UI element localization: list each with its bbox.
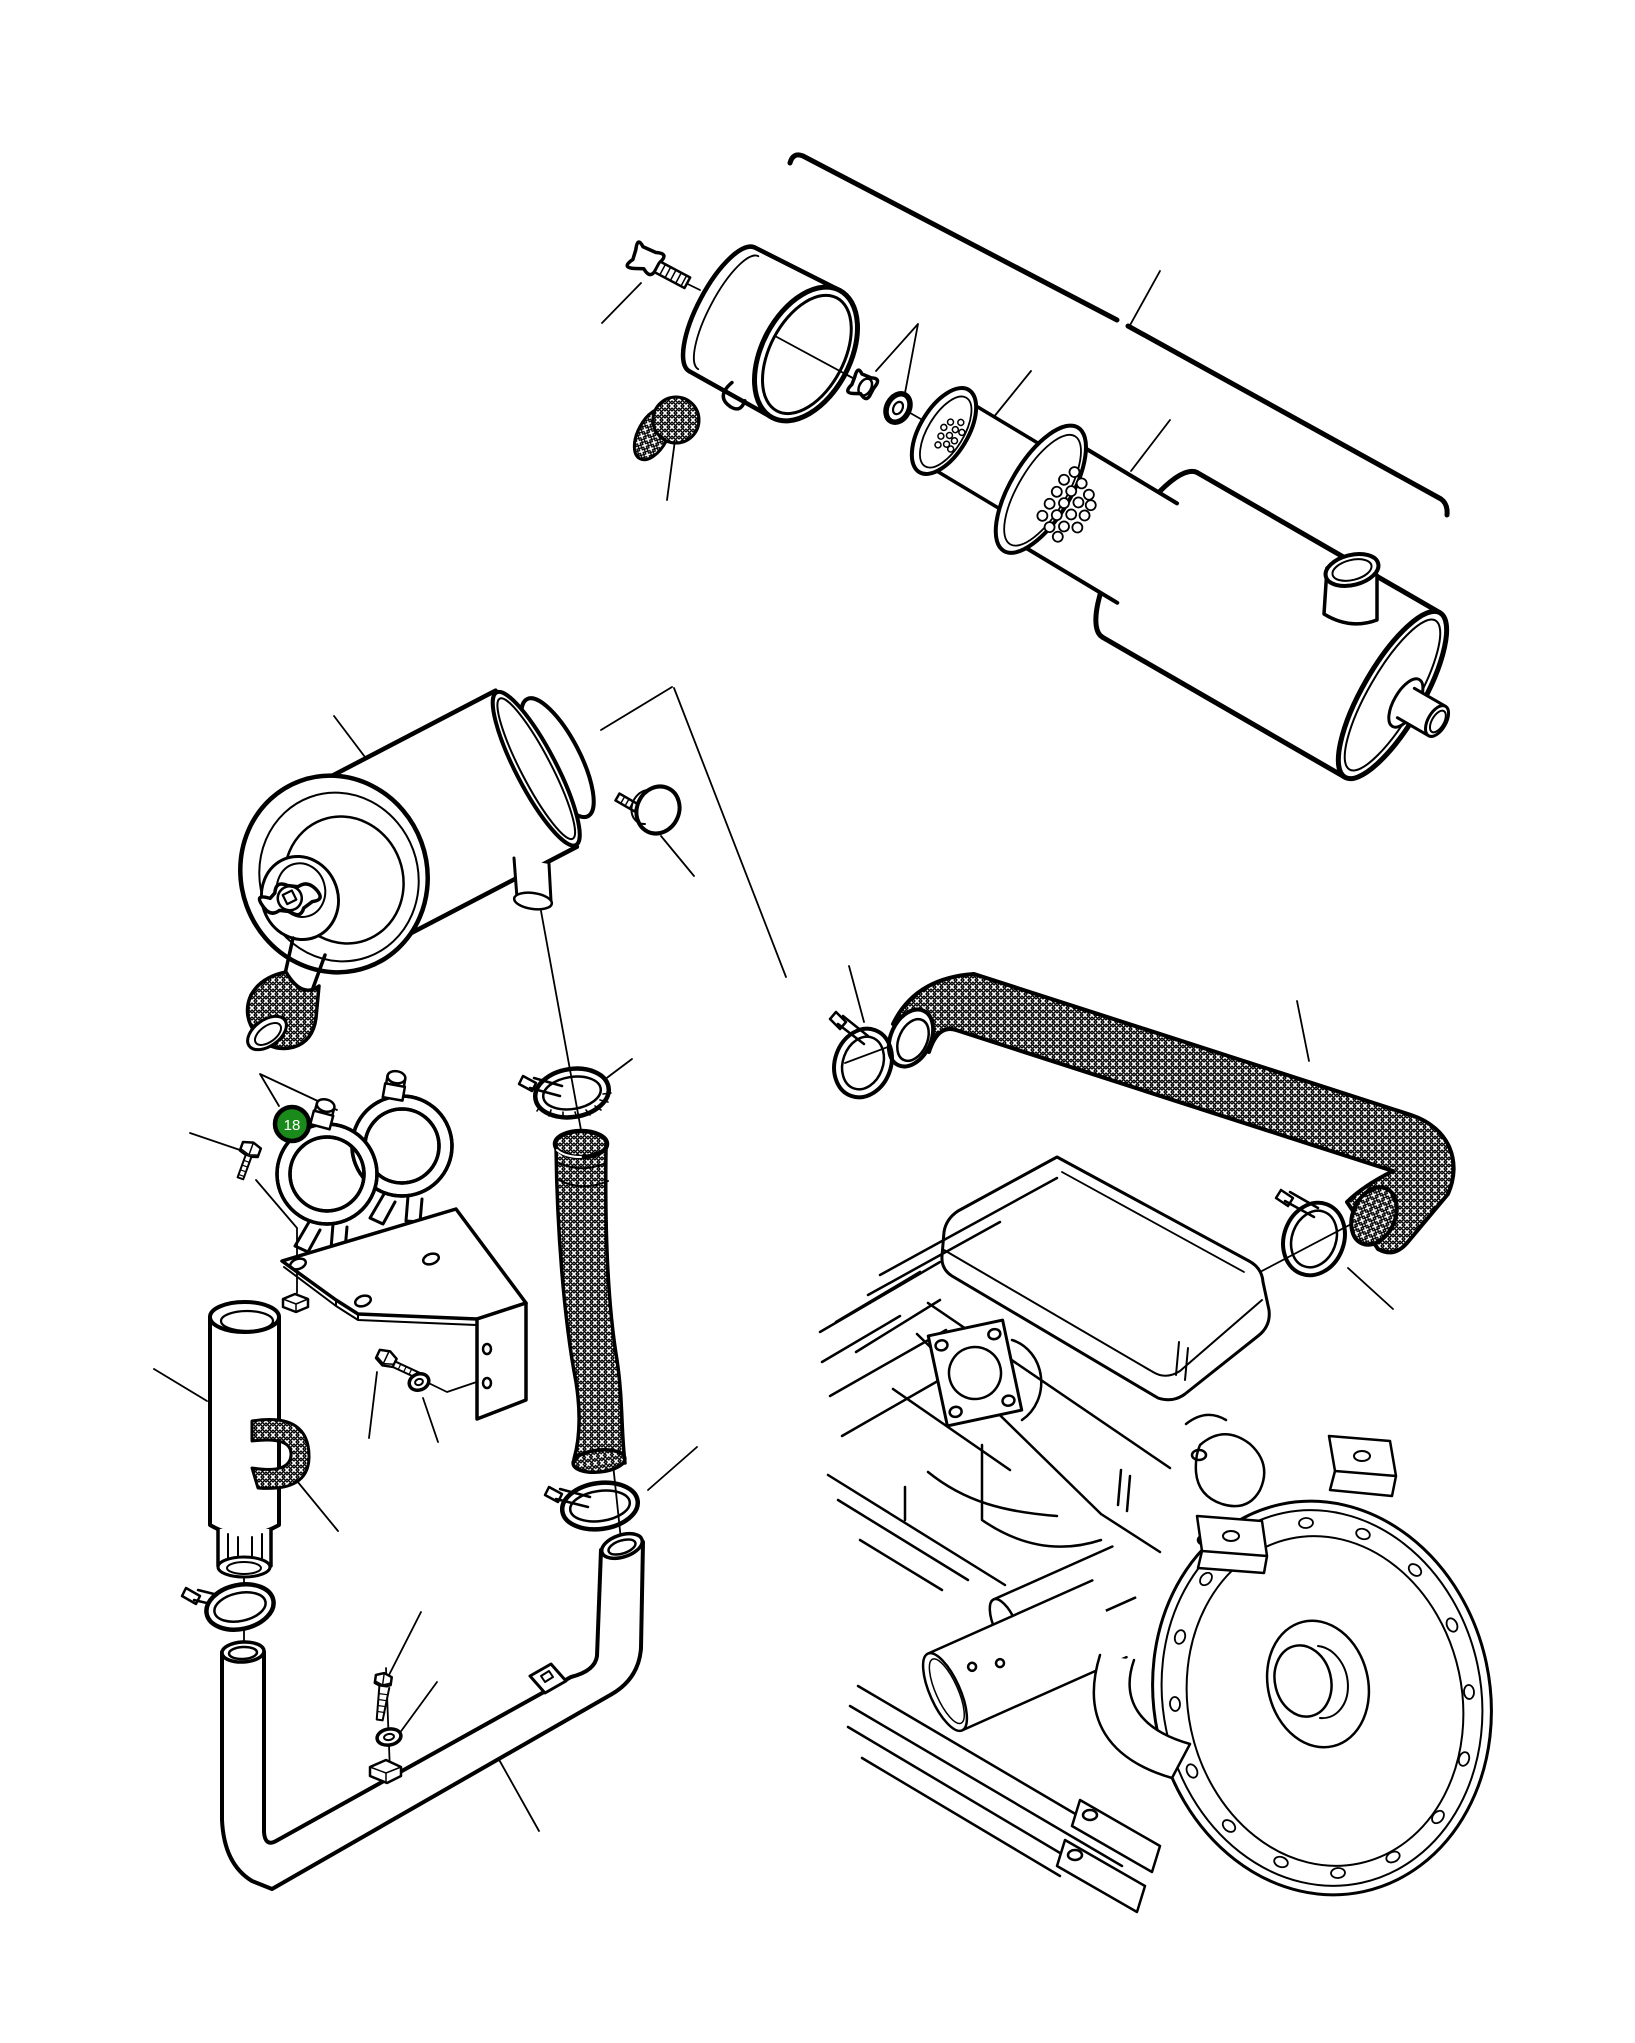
svg-text:18: 18 [284, 1117, 301, 1134]
